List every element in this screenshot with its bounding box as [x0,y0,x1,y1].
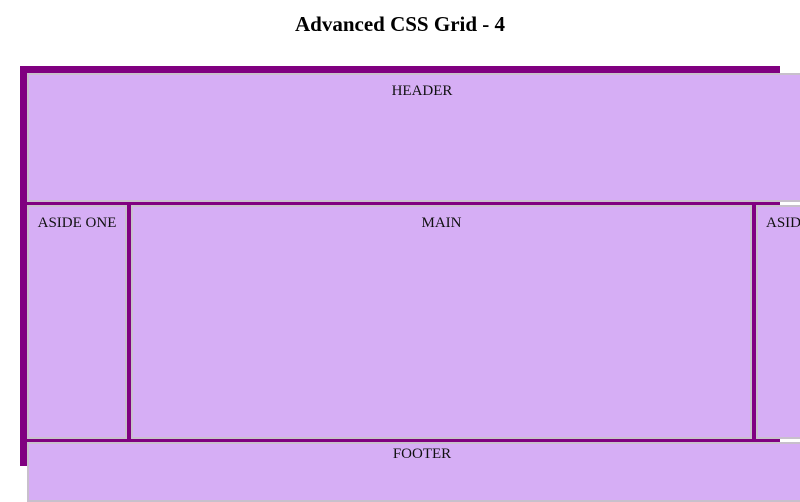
grid-header: HEADER [27,73,800,202]
grid-container: HEADER ASIDE ONE MAIN ASIDE TWO FOOTER [20,66,800,502]
grid-footer: FOOTER [27,442,800,502]
page-title: Advanced CSS Grid - 4 [294,12,506,36]
grid-aside-one: ASIDE ONE [27,205,127,439]
grid-main: MAIN [131,205,752,439]
grid-aside-two: ASIDE TWO [756,205,800,439]
